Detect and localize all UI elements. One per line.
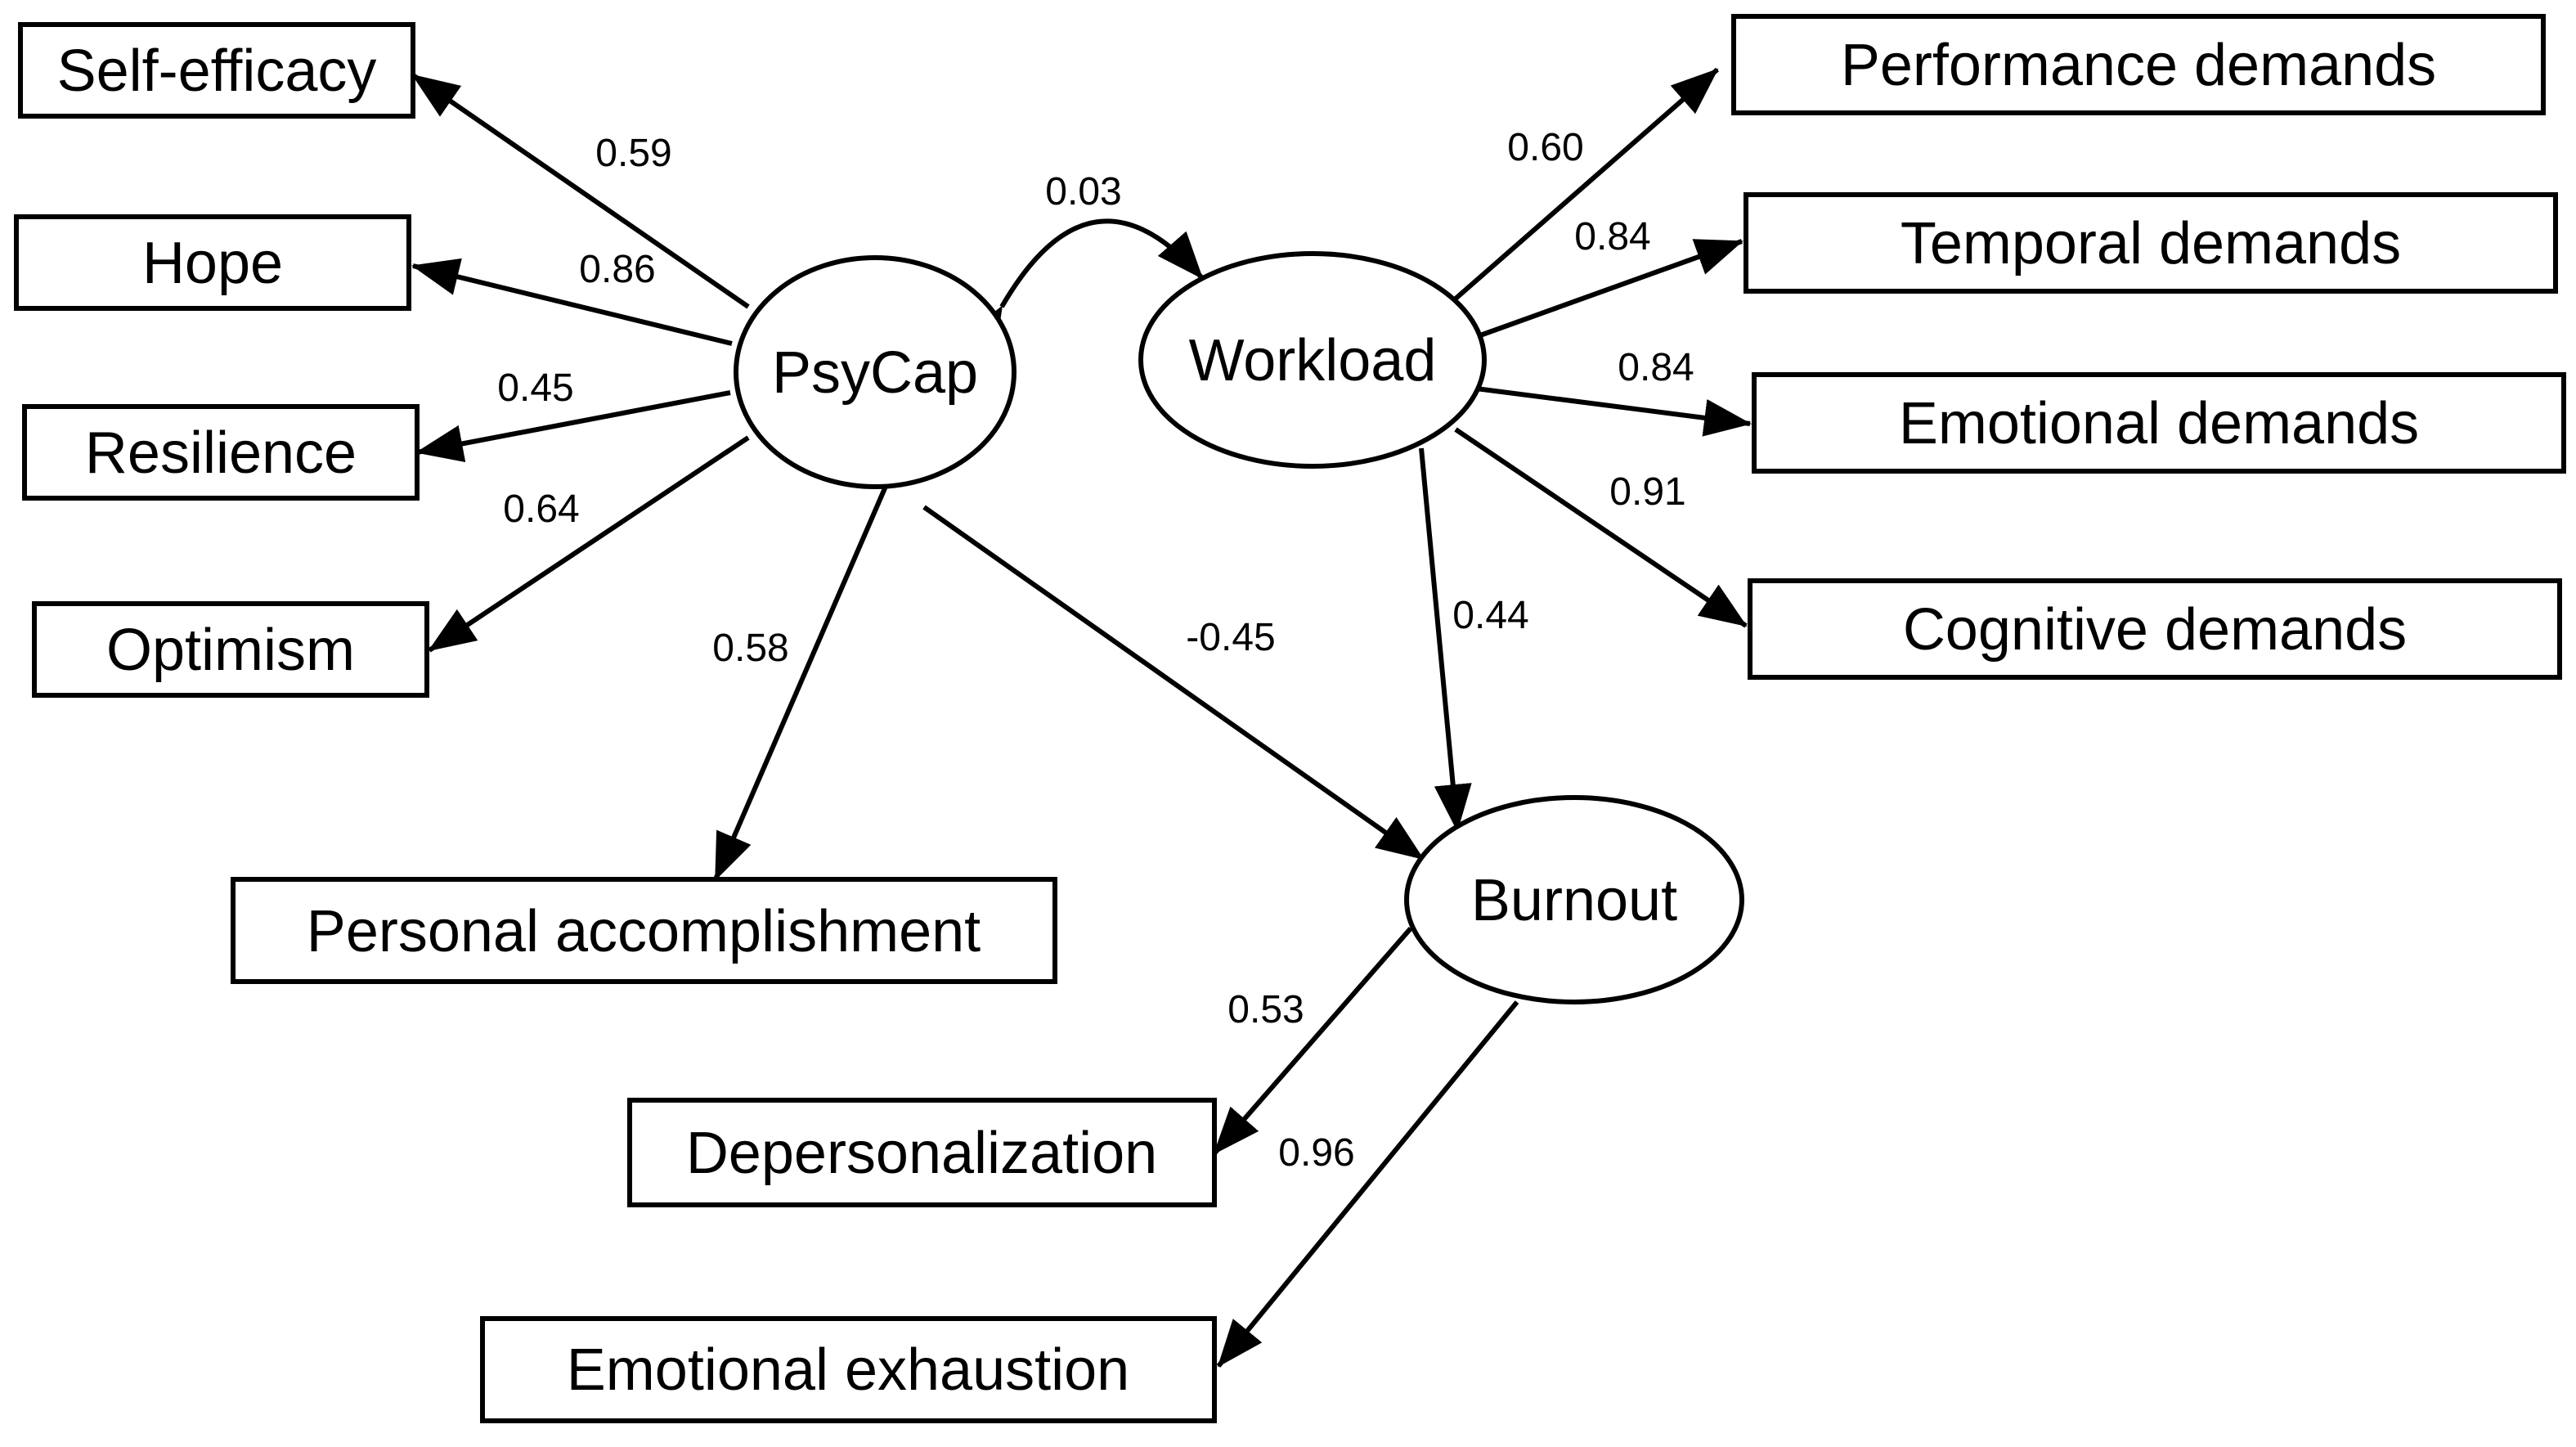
indicator-hope: Hope: [14, 214, 411, 311]
edge-psycap-burnout: [922, 505, 1425, 861]
coef-psycap-self-efficacy: 0.59: [595, 132, 671, 175]
edge-burnout-emotional-exhaustion: [1216, 1000, 1519, 1368]
indicator-personal-accomplishment-box: [231, 877, 1057, 984]
indicator-emotional-demands-box: [1752, 372, 2566, 474]
indicator-emotional-exhaustion-label: Emotional exhaustion: [567, 1337, 1129, 1403]
coef-psycap-resilience: 0.45: [497, 366, 573, 410]
edges: [411, 67, 1752, 1368]
latent-burnout: Burnout: [1404, 795, 1744, 1004]
indicator-personal-accomplishment-label: Personal accomplishment: [307, 899, 981, 964]
edge-workload-burnout: [1419, 447, 1472, 832]
indicator-resilience: Resilience: [22, 404, 420, 501]
edge-psycap-workload-covariance: [963, 218, 1205, 356]
edge-psycap-personal-accomplishment: [713, 481, 890, 881]
indicator-personal-accomplishment: Personal accomplishment: [231, 877, 1057, 984]
indicator-optimism-label: Optimism: [106, 618, 355, 683]
indicator-resilience-label: Resilience: [85, 420, 357, 486]
indicator-performance-demands-label: Performance demands: [1841, 33, 2436, 98]
indicator-depersonalization-box: [627, 1098, 1217, 1207]
coef-psycap-workload-covariance: 0.03: [1045, 170, 1121, 213]
indicator-performance-demands: Performance demands: [1731, 14, 2546, 115]
indicator-temporal-demands-box: [1744, 192, 2558, 294]
latent-psycap-shape: [734, 255, 1016, 489]
indicator-depersonalization-label: Depersonalization: [686, 1121, 1157, 1186]
indicator-emotional-demands-label: Emotional demands: [1899, 391, 2419, 456]
coef-workload-performance-demands: 0.60: [1507, 126, 1583, 169]
indicator-cognitive-demands-box: [1748, 578, 2562, 680]
coef-burnout-depersonalization: 0.53: [1227, 988, 1304, 1031]
indicator-emotional-exhaustion: Emotional exhaustion: [480, 1316, 1217, 1423]
indicator-depersonalization: Depersonalization: [627, 1098, 1217, 1207]
indicator-emotional-demands: Emotional demands: [1752, 372, 2566, 474]
coef-workload-emotional-demands: 0.84: [1618, 346, 1694, 389]
coefficients: 0.59 0.86 0.45 0.64 0.58 -0.45 0.03 0.60…: [497, 126, 1694, 1175]
edge-psycap-hope: [411, 258, 733, 346]
latent-workload-shape: [1138, 251, 1487, 469]
coef-psycap-burnout: -0.45: [1186, 616, 1275, 659]
coef-psycap-optimism: 0.64: [503, 488, 579, 531]
latent-psycap-label: PsyCap: [772, 340, 978, 406]
indicator-cognitive-demands-label: Cognitive demands: [1903, 597, 2407, 663]
coef-workload-cognitive-demands: 0.91: [1609, 470, 1685, 514]
edge-burnout-depersonalization: [1212, 927, 1413, 1155]
latent-workload-label: Workload: [1189, 328, 1437, 393]
latent-workload: Workload: [1138, 251, 1487, 469]
indicator-emotional-exhaustion-box: [480, 1316, 1217, 1423]
coef-psycap-hope: 0.86: [579, 248, 655, 291]
indicator-temporal-demands-label: Temporal demands: [1901, 211, 2401, 276]
indicator-temporal-demands: Temporal demands: [1744, 192, 2558, 294]
indicator-self-efficacy-label: Self-efficacy: [57, 38, 377, 104]
edge-workload-temporal-demands: [1479, 239, 1744, 338]
indicator-performance-demands-box: [1731, 14, 2546, 115]
indicator-self-efficacy: Self-efficacy: [18, 22, 415, 119]
latent-burnout-shape: [1404, 795, 1744, 1004]
indicator-cognitive-demands: Cognitive demands: [1748, 578, 2562, 680]
coef-workload-temporal-demands: 0.84: [1574, 215, 1650, 258]
edge-workload-performance-demands: [1454, 67, 1719, 301]
indicator-self-efficacy-box: [18, 22, 415, 119]
latent-burnout-label: Burnout: [1471, 868, 1677, 933]
indicator-optimism: Optimism: [32, 601, 429, 698]
edge-workload-cognitive-demands: [1454, 427, 1748, 628]
latent-psycap: PsyCap: [734, 255, 1016, 489]
edge-psycap-self-efficacy: [411, 73, 750, 309]
coef-psycap-personal-accomplishment: 0.58: [712, 627, 788, 670]
edge-workload-emotional-demands: [1475, 386, 1752, 437]
edge-psycap-optimism: [428, 435, 750, 653]
coef-burnout-emotional-exhaustion: 0.96: [1278, 1131, 1354, 1175]
coef-workload-burnout: 0.44: [1452, 594, 1528, 637]
indicator-resilience-box: [22, 404, 420, 501]
edge-psycap-resilience: [415, 390, 731, 463]
indicator-hope-label: Hope: [142, 231, 283, 296]
indicator-hope-box: [14, 214, 411, 311]
indicator-optimism-box: [32, 601, 429, 698]
